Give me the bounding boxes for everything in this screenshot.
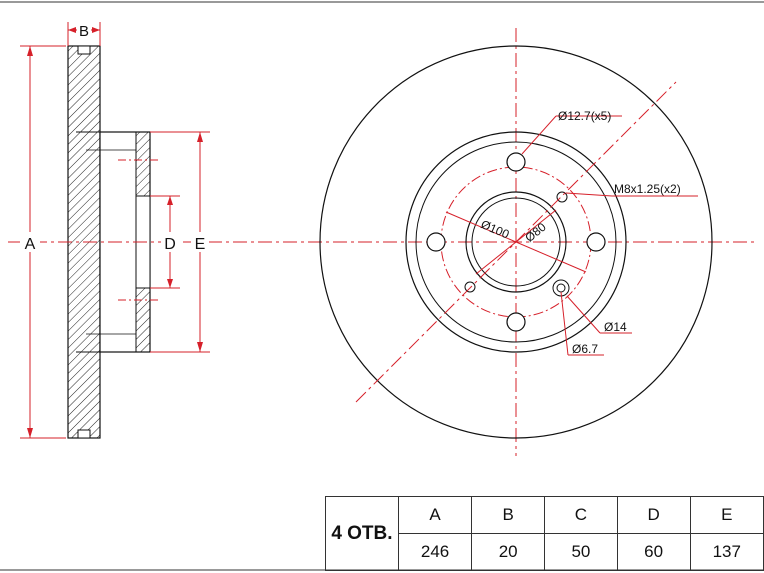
dimension-A-label: A: [25, 236, 36, 253]
dimension-D: D: [150, 195, 180, 289]
value-C: 50: [544, 533, 618, 571]
center-bore-inner: [471, 197, 561, 287]
header-A: A: [397, 496, 473, 534]
bolt-hole-top: [506, 152, 526, 172]
center-bore-annotation: Ø80: [522, 220, 549, 245]
thread-annotation: M8x1.25(x2): [614, 182, 681, 196]
bolt-hole-annotation: Ø12.7(x5): [558, 109, 611, 123]
small-hole: [556, 283, 566, 293]
outer-disc-edge: [319, 45, 713, 439]
value-A: 246: [397, 533, 473, 571]
side-section-view: [67, 45, 160, 439]
header-B: B: [471, 496, 546, 534]
dimension-E-label: E: [195, 236, 206, 253]
dimension-B-label: B: [79, 23, 89, 40]
holes-count-cell: 4 ОТВ.: [325, 496, 399, 571]
value-D: 60: [616, 533, 691, 571]
table-values-row: 246 20 50 60 137: [326, 533, 764, 571]
hat-inner-edge: [415, 141, 617, 343]
header-E: E: [689, 496, 764, 534]
center-bore-outer: [465, 191, 567, 293]
dimension-B: B: [67, 20, 101, 46]
thread-hole-upper: [556, 191, 568, 203]
bolt-hole-bottom: [506, 312, 526, 332]
specification-table: 4 ОТВ. A B C D E 246 20 50 60 137: [325, 496, 764, 571]
value-B: 20: [471, 533, 546, 571]
value-E: 137: [689, 533, 764, 571]
header-D: D: [616, 496, 691, 534]
dimension-A: A: [20, 45, 66, 439]
pcd-annotation: Ø100: [479, 217, 512, 241]
bolt-hole-left: [426, 232, 446, 252]
thread-hole-lower: [464, 281, 476, 293]
dimension-E: E: [150, 131, 210, 353]
front-view: [319, 28, 713, 456]
hat-outer-edge: [405, 131, 627, 353]
dimension-D-label: D: [164, 236, 176, 253]
header-C: C: [544, 496, 618, 534]
bolt-hole-right: [586, 232, 606, 252]
table-header-row: 4 ОТВ. A B C D E: [325, 496, 764, 571]
counterbore-annotation: Ø14: [604, 320, 627, 334]
small-hole-annotation: Ø6.7: [572, 342, 598, 356]
